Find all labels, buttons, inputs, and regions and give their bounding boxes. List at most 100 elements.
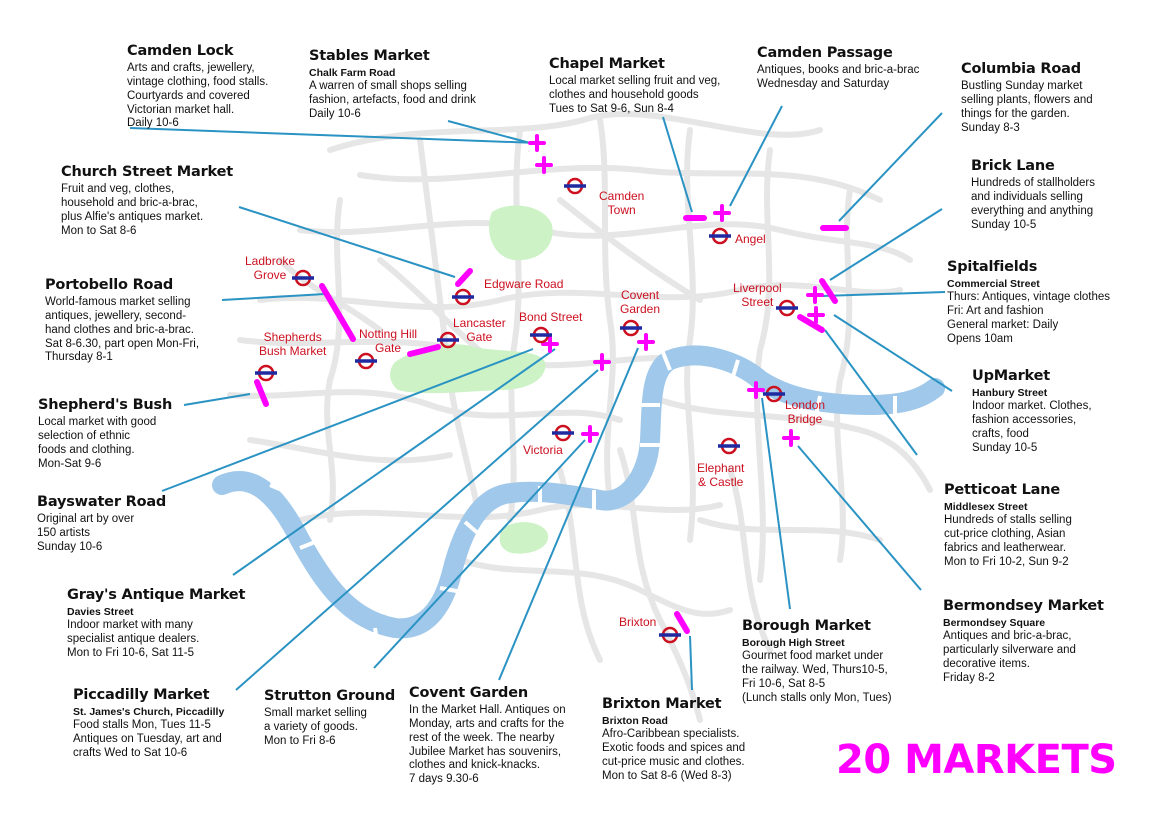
- market-name[interactable]: Brick Lane: [971, 158, 1055, 174]
- market-description: Antiques and bric-a-brac, particularly s…: [943, 630, 1076, 684]
- market-description: Indoor market. Clothes, fashion accessor…: [972, 400, 1092, 454]
- market-name[interactable]: Bermondsey Market: [943, 598, 1104, 614]
- market-name[interactable]: Camden Lock: [127, 43, 234, 59]
- market-name[interactable]: Stables Market: [309, 48, 430, 64]
- market-marker[interactable]: [782, 429, 800, 447]
- market-description: Thurs: Antiques, vintage clothes Fri: Ar…: [947, 291, 1111, 345]
- market-name[interactable]: Covent Garden: [409, 685, 528, 701]
- market-description: Fruit and veg, clothes, household and br…: [61, 183, 204, 237]
- market-name[interactable]: Bayswater Road: [37, 494, 167, 510]
- market-marker[interactable]: [319, 283, 356, 342]
- market-description: Gourmet food market under the railway. W…: [742, 650, 892, 704]
- market-description: Indoor market with many specialist antiq…: [67, 619, 200, 659]
- market-marker[interactable]: [797, 314, 825, 333]
- leader-line: [447, 120, 531, 144]
- market-name[interactable]: Borough Market: [742, 618, 871, 634]
- market-street: St. James's Church, Piccadilly: [73, 706, 225, 719]
- market-description: Original art by over 150 artists Sunday …: [37, 513, 135, 553]
- market-name[interactable]: UpMarket: [972, 368, 1050, 384]
- market-street: Brixton Road: [602, 715, 668, 728]
- market-name[interactable]: Piccadilly Market: [73, 687, 210, 703]
- underground-roundel-icon: [709, 227, 731, 245]
- underground-roundel-icon: [552, 424, 574, 442]
- station-label: Angel: [735, 232, 766, 246]
- station-label: Covent Garden: [620, 288, 661, 317]
- leader-line: [221, 293, 326, 301]
- market-name[interactable]: Gray's Antique Market: [67, 587, 246, 603]
- leader-line: [235, 369, 599, 691]
- market-name[interactable]: Chapel Market: [549, 56, 665, 72]
- underground-roundel-icon: [530, 326, 552, 344]
- underground-roundel-icon: [255, 364, 277, 382]
- market-marker[interactable]: [593, 353, 611, 371]
- market-marker[interactable]: [747, 381, 765, 399]
- station-label: London Bridge: [785, 398, 826, 427]
- market-name[interactable]: Church Street Market: [61, 164, 233, 180]
- market-name[interactable]: Columbia Road: [961, 61, 1081, 77]
- leader-line: [797, 445, 922, 591]
- market-marker[interactable]: [581, 425, 599, 443]
- market-marker[interactable]: [455, 268, 473, 287]
- market-name[interactable]: Camden Passage: [757, 45, 893, 61]
- market-street: Davies Street: [67, 606, 134, 619]
- market-street: Chalk Farm Road: [309, 67, 396, 80]
- station-label: Brixton: [619, 615, 657, 629]
- market-marker[interactable]: [541, 335, 559, 353]
- map-title: 20 MARKETS: [836, 737, 1117, 783]
- station-label: Ladbroke Grove: [245, 254, 296, 283]
- market-description: Small market selling a variety of goods.…: [264, 707, 367, 747]
- market-street: Hanbury Street: [972, 387, 1048, 400]
- market-marker[interactable]: [528, 134, 546, 152]
- market-name[interactable]: Petticoat Lane: [944, 482, 1060, 498]
- leader-line: [129, 127, 538, 144]
- market-marker[interactable]: [819, 278, 838, 304]
- market-name[interactable]: Portobello Road: [45, 277, 174, 293]
- underground-roundel-icon: [452, 288, 474, 306]
- market-marker[interactable]: [674, 611, 690, 634]
- market-name[interactable]: Brixton Market: [602, 696, 722, 712]
- station-label: Lancaster Gate: [453, 316, 506, 345]
- market-name[interactable]: Shepherd's Bush: [38, 397, 173, 413]
- leader-line: [373, 439, 586, 669]
- market-marker[interactable]: [807, 306, 825, 324]
- market-name[interactable]: Spitalfields: [947, 259, 1038, 275]
- market-description: Local market selling fruit and veg, clot…: [549, 75, 721, 115]
- market-street: Commercial Street: [947, 278, 1040, 291]
- station-label: Edgware Road: [484, 277, 564, 291]
- leader-line: [821, 291, 946, 297]
- market-marker[interactable]: [407, 344, 441, 357]
- market-marker[interactable]: [806, 286, 824, 304]
- station-label: Notting Hill Gate: [359, 327, 418, 356]
- market-street: Middlesex Street: [944, 501, 1028, 514]
- leader-line: [829, 208, 943, 281]
- leader-line: [824, 329, 918, 456]
- market-name[interactable]: Strutton Ground: [264, 688, 396, 704]
- station-label: Bond Street: [519, 310, 583, 324]
- leader-line: [161, 348, 534, 492]
- underground-roundel-icon: [355, 352, 377, 370]
- tube-stations: [255, 177, 798, 644]
- parks: [390, 205, 553, 554]
- market-marker[interactable]: [713, 204, 731, 222]
- market-marker[interactable]: [637, 333, 655, 351]
- station-label: Elephant & Castle: [697, 461, 745, 490]
- underground-roundel-icon: [564, 177, 586, 195]
- market-marker[interactable]: [535, 156, 553, 174]
- leader-line: [838, 112, 943, 222]
- market-marker[interactable]: [254, 379, 269, 407]
- leader-line: [761, 397, 791, 610]
- market-description: Afro-Caribbean specialists. Exotic foods…: [602, 728, 746, 782]
